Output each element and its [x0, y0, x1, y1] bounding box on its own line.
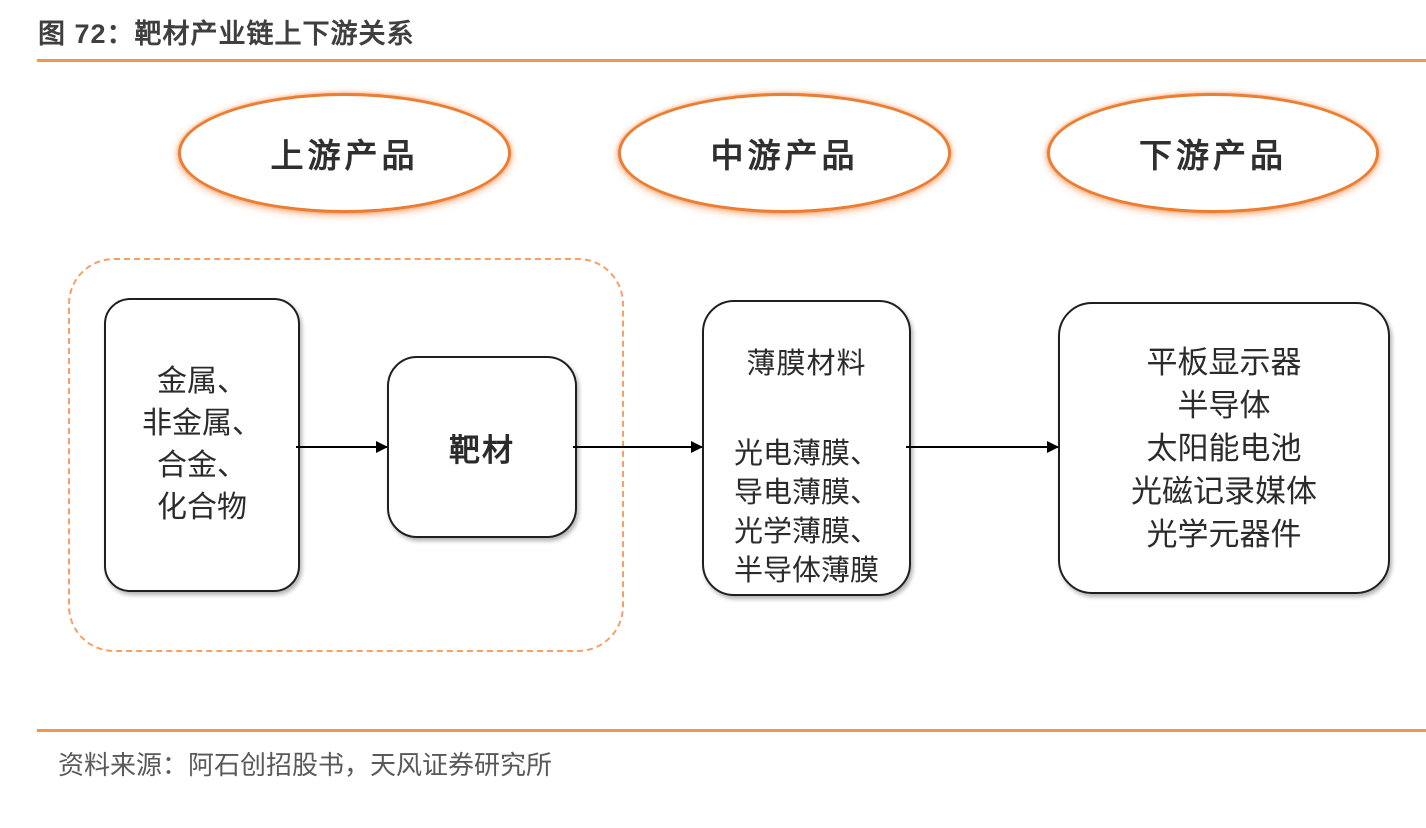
applications-line: 半导体 — [1177, 387, 1271, 423]
stage-ellipse-downstream: 下游产品 — [1047, 93, 1379, 213]
raw-materials-line: 金属、 — [157, 365, 247, 398]
thin-films-lines: 光电薄膜、 导电薄膜、 光学薄膜、 半导体薄膜 — [734, 435, 879, 591]
stage-ellipse-upstream: 上游产品 — [178, 93, 511, 213]
applications-lines: 平板显示器 半导体 太阳能电池 光磁记录媒体 光学元器件 — [1131, 341, 1317, 556]
thin-films-heading: 薄膜材料 — [746, 348, 867, 380]
target-label: 靶材 — [449, 432, 515, 468]
raw-materials-line: 合金、 — [157, 449, 247, 482]
stage-label-downstream: 下游产品 — [1139, 137, 1287, 174]
applications-line: 光磁记录媒体 — [1131, 473, 1317, 509]
raw-materials-line: 化合物 — [157, 491, 247, 524]
node-applications: 平板显示器 半导体 太阳能电池 光磁记录媒体 光学元器件 — [1058, 302, 1390, 594]
raw-materials-line: 非金属、 — [142, 407, 262, 440]
arrow-raw-to-target — [296, 441, 388, 453]
node-target: 靶材 — [387, 356, 577, 538]
applications-line: 太阳能电池 — [1146, 430, 1302, 466]
applications-line: 光学元器件 — [1146, 516, 1302, 552]
arrow-target-to-films — [573, 441, 703, 453]
source-note: 资料来源：阿石创招股书，天风证券研究所 — [58, 750, 553, 780]
thin-films-line: 光学薄膜、 — [733, 516, 879, 548]
thin-films-line: 光电薄膜、 — [733, 438, 879, 470]
upstream-dashed-group — [68, 258, 624, 652]
node-raw-materials: 金属、 非金属、 合金、 化合物 — [104, 298, 300, 592]
node-thin-films: 薄膜材料 光电薄膜、 导电薄膜、 光学薄膜、 半导体薄膜 — [702, 300, 911, 596]
arrow-films-to-applications — [906, 441, 1059, 453]
bottom-rule — [37, 729, 1426, 732]
thin-films-line: 半导体薄膜 — [733, 555, 879, 587]
top-rule — [37, 59, 1426, 62]
thin-films-line: 导电薄膜、 — [733, 477, 879, 509]
stage-ellipse-midstream: 中游产品 — [618, 93, 951, 213]
raw-materials-lines: 金属、 非金属、 合金、 化合物 — [142, 361, 262, 529]
stage-label-upstream: 上游产品 — [270, 137, 419, 174]
applications-line: 平板显示器 — [1146, 344, 1302, 380]
figure-title: 图 72：靶材产业链上下游关系 — [38, 19, 415, 49]
stage-label-midstream: 中游产品 — [710, 137, 859, 174]
